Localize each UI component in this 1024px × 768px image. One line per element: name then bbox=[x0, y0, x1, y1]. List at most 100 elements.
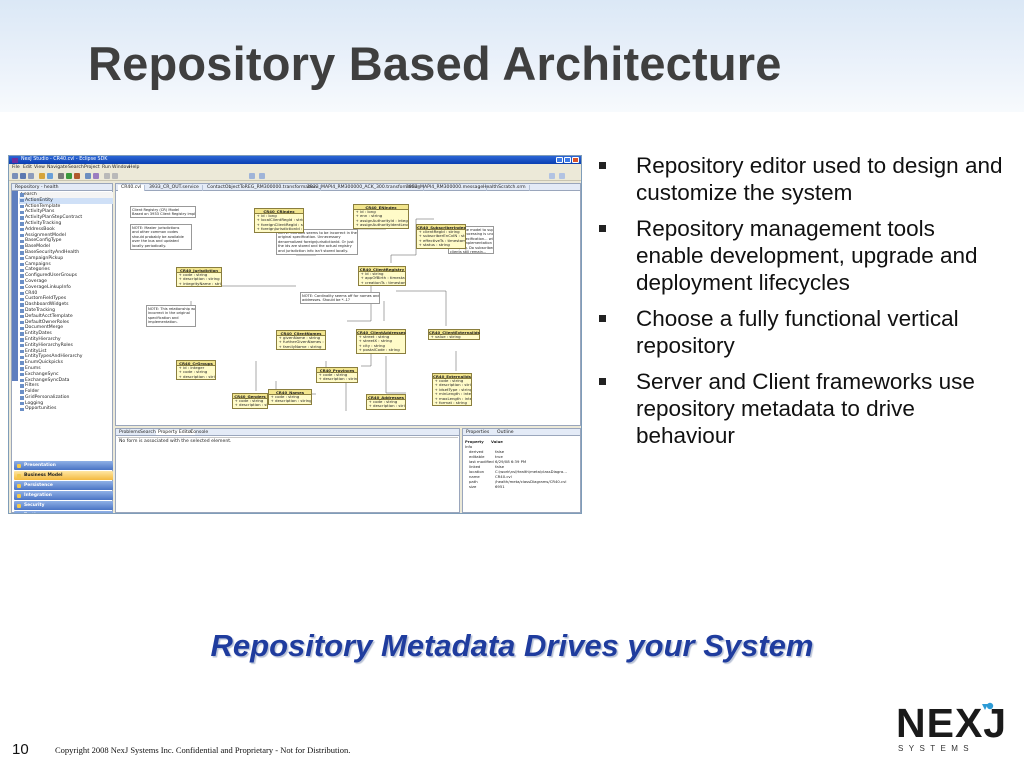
uml-class[interactable]: CR40_Provinces+ code : string+ descripti… bbox=[316, 367, 358, 383]
editor-tab-message[interactable]: 3933_MAPI4_RM300000.message bbox=[403, 184, 488, 191]
tab-search[interactable]: Search bbox=[140, 430, 156, 435]
save-icon[interactable] bbox=[20, 173, 26, 179]
tree-item[interactable]: EntityHierarchyRoles bbox=[19, 343, 113, 349]
uml-class[interactable]: CR40_Addresses+ code : string+ descripti… bbox=[366, 394, 406, 410]
run-icon[interactable] bbox=[66, 173, 72, 179]
uml-class[interactable]: CR40_SubscriberIndex+ clientRegId : stri… bbox=[416, 224, 466, 249]
tree-item[interactable]: DashboardWidgets bbox=[19, 302, 113, 308]
tree-item[interactable]: ExchangeSync bbox=[19, 372, 113, 378]
uml-class[interactable]: CR40_Names+ code : string+ description :… bbox=[268, 389, 312, 405]
editor-tab-cr40[interactable]: CR40.cvl bbox=[118, 184, 146, 191]
menu-search[interactable]: Search bbox=[68, 165, 84, 170]
refresh-icon[interactable] bbox=[47, 173, 53, 179]
tree-item[interactable]: BaseModel bbox=[19, 244, 113, 250]
tree-item[interactable]: CoverageLinkupInfo bbox=[19, 285, 113, 291]
tree-item[interactable]: EntityHierarchy bbox=[19, 337, 113, 343]
menu-help[interactable]: Help bbox=[129, 165, 140, 170]
menu-view[interactable]: View bbox=[34, 165, 45, 170]
debug-icon[interactable] bbox=[58, 173, 64, 179]
uml-class[interactable]: CR40_Jurisdiction+ code : string+ descri… bbox=[176, 267, 222, 288]
tree-item[interactable]: DefaultOwnerRoles bbox=[19, 320, 113, 326]
minimize-icon[interactable] bbox=[556, 157, 563, 163]
diagram-note[interactable]: Client Registry (CR) Model Based on 3933… bbox=[130, 206, 196, 218]
editor-tab-service[interactable]: 3933_CR_OUT.service bbox=[146, 184, 203, 191]
tree-item[interactable]: EntityList bbox=[19, 349, 113, 355]
editor-tab-transform-2[interactable]: 3933_MAPI4_RM300000_ACK_300.transformati… bbox=[304, 184, 425, 191]
shortcut-bar[interactable]: Integration bbox=[14, 491, 113, 500]
perspective-icon[interactable] bbox=[93, 173, 99, 179]
property-row[interactable]: last modified6/29/08 6:39 PM bbox=[469, 459, 527, 464]
tree-item[interactable]: BaseSecurityAndHealth bbox=[19, 250, 113, 256]
tree-item[interactable]: CustomFieldTypes bbox=[19, 296, 113, 302]
tree-item[interactable]: AssignmentModel bbox=[19, 233, 113, 239]
property-row[interactable]: path/health/meta/classDiagrams/CR40.cvl bbox=[469, 479, 567, 484]
shortcut-bar[interactable]: Testing bbox=[14, 511, 113, 513]
shortcut-bar[interactable]: Presentation bbox=[14, 461, 113, 470]
tree-item[interactable]: Filters bbox=[19, 383, 113, 389]
uml-class[interactable]: CR40_ClientAddresses+ street : string+ s… bbox=[356, 329, 406, 354]
tree-item[interactable]: ActionTemplate bbox=[19, 204, 113, 210]
tab-outline[interactable]: Outline bbox=[497, 430, 514, 435]
search-input[interactable]: Search bbox=[19, 192, 113, 198]
shortcut-bar[interactable]: Business Model bbox=[14, 471, 113, 480]
tree-item[interactable]: Folder bbox=[19, 389, 113, 395]
tree-item[interactable]: BaseConfigType bbox=[19, 238, 113, 244]
menu-project[interactable]: Project bbox=[84, 165, 100, 170]
menu-navigate[interactable]: Navigate bbox=[47, 165, 68, 170]
back-icon[interactable] bbox=[104, 173, 110, 179]
menu-run[interactable]: Run bbox=[102, 165, 111, 170]
diagram-note[interactable]: NOTE: Cardinality seems off for names an… bbox=[300, 292, 380, 304]
tree-item[interactable]: ActivityPlanStepContract bbox=[19, 215, 113, 221]
tab-problems[interactable]: Problems bbox=[119, 430, 141, 435]
editor-tab-scratch[interactable]: HealthScratch.srm bbox=[480, 184, 530, 191]
tree-item[interactable]: EnumQuickpicks bbox=[19, 360, 113, 366]
shortcut-bar[interactable]: Persistence bbox=[14, 481, 113, 490]
tab-console[interactable]: Console bbox=[190, 430, 209, 435]
tab-property-editor[interactable]: Property Editor bbox=[156, 430, 195, 435]
zoom-icon[interactable] bbox=[249, 173, 255, 179]
tree-item[interactable]: AddressBook bbox=[19, 227, 113, 233]
diagram-note[interactable]: NOTE: Master jurisdictions and other com… bbox=[130, 224, 192, 250]
forward-icon[interactable] bbox=[112, 173, 118, 179]
diagram-note[interactable]: NOTE: This relationship was incorrect in… bbox=[146, 305, 196, 327]
folder-icon[interactable] bbox=[39, 173, 45, 179]
uml-class[interactable]: CR40_Genders+ code : string+ description… bbox=[232, 393, 268, 409]
menu-window[interactable]: Window bbox=[112, 165, 131, 170]
tree-item[interactable]: Logging bbox=[19, 401, 113, 407]
open-perspective-icon[interactable] bbox=[549, 173, 555, 179]
maximize-icon[interactable] bbox=[564, 157, 571, 163]
diagram-note[interactable]: NOTE: CRIndex seems to be incorrect in t… bbox=[276, 229, 358, 255]
tree-item[interactable]: CR40 bbox=[19, 291, 113, 297]
print-icon[interactable] bbox=[28, 173, 34, 179]
uml-class[interactable]: CR40_ClientExternalIds+ value : string bbox=[428, 329, 480, 341]
close-icon[interactable] bbox=[572, 157, 579, 163]
tree-item[interactable]: Campaigns bbox=[19, 262, 113, 268]
new-icon[interactable] bbox=[12, 173, 18, 179]
menu-edit[interactable]: Edit bbox=[23, 165, 32, 170]
tree-item[interactable]: EntityDates bbox=[19, 331, 113, 337]
properties-section[interactable]: Info bbox=[465, 444, 473, 449]
tree-item[interactable]: ActivityPlans bbox=[19, 209, 113, 215]
tree-item[interactable]: ActivityTracking bbox=[19, 221, 113, 227]
resource-perspective-icon[interactable] bbox=[559, 173, 565, 179]
tree-item[interactable]: Categories bbox=[19, 267, 113, 273]
tree-item[interactable]: ConfiguredUserGroups bbox=[19, 273, 113, 279]
tree-item[interactable]: Enums bbox=[19, 366, 113, 372]
tab-properties[interactable]: Properties bbox=[466, 430, 490, 435]
uml-class[interactable]: CR40_Externalids+ code : string+ descrip… bbox=[432, 373, 472, 407]
repository-pane-tab[interactable]: Repository - health bbox=[12, 184, 112, 191]
shortcut-bar[interactable]: Security bbox=[14, 501, 113, 510]
uml-class[interactable]: CR40_CRIndex+ id : long+ localClientRegI… bbox=[254, 208, 304, 233]
tree-item[interactable]: DocumentMerge bbox=[19, 325, 113, 331]
editor-tab-transform-1[interactable]: ContactObjectToREG_RM300000.transformati… bbox=[204, 184, 321, 191]
uml-class[interactable]: CR40_CrGroups+ id : integer+ code : stri… bbox=[176, 360, 216, 381]
tree-item[interactable]: Opportunities bbox=[19, 406, 113, 412]
tree-item[interactable]: GridPersonalization bbox=[19, 395, 113, 401]
tree-item[interactable]: CampaignPickup bbox=[19, 256, 113, 262]
